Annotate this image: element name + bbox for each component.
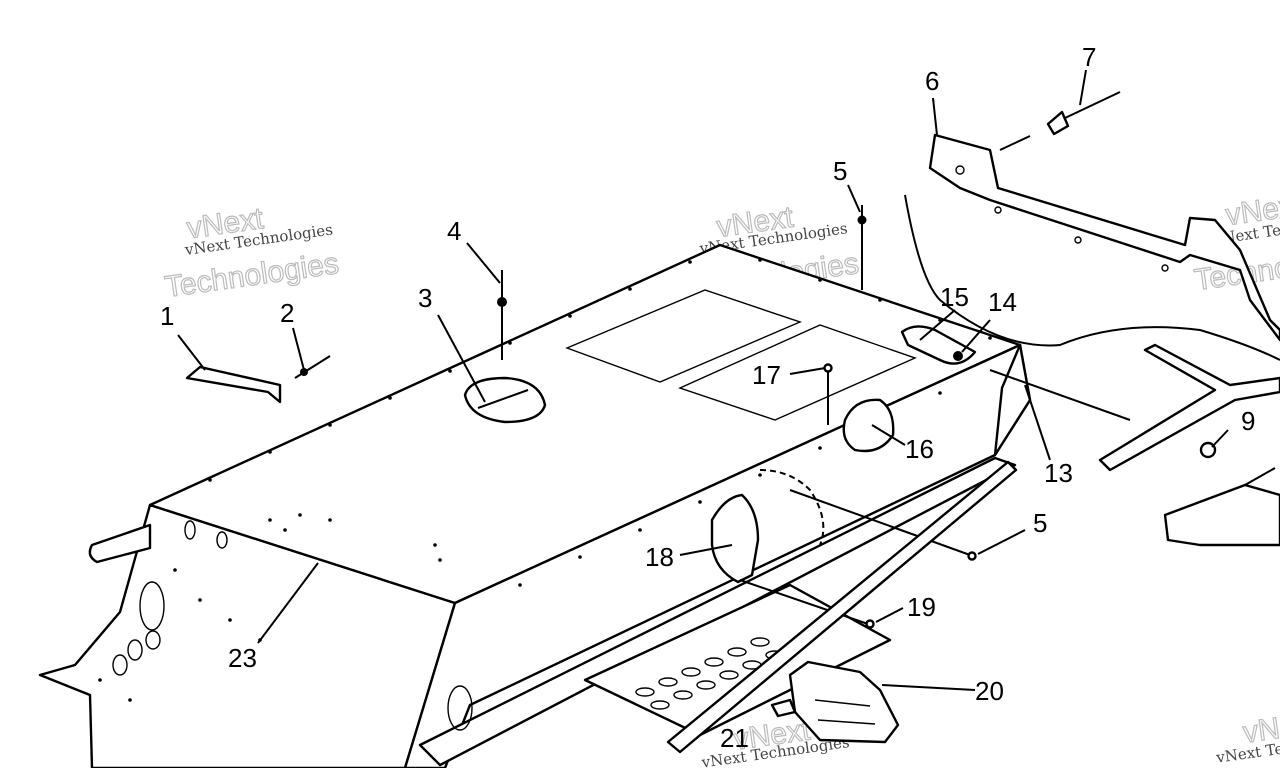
part-6-rear-panel [928, 133, 1280, 342]
callout-label: 1 [160, 301, 174, 331]
callout-label: 9 [1241, 406, 1255, 436]
vent-slot [704, 657, 724, 667]
part-19-rivet [739, 579, 875, 629]
part-2-screw [294, 355, 331, 379]
part-18-plate [710, 493, 760, 584]
part-21-pin [770, 698, 797, 718]
callout-label: 17 [752, 360, 781, 390]
part-5b-rivet [789, 489, 977, 561]
side-rail [418, 456, 1017, 767]
part-5-rivet [857, 205, 867, 290]
panel-hole [447, 685, 473, 731]
rear-bracket [993, 343, 1032, 457]
vent-slot [719, 670, 739, 680]
callout-label: 3 [418, 283, 432, 313]
callout-label: 16 [905, 434, 934, 464]
callout-label: 4 [447, 216, 461, 246]
vent-slot [658, 677, 678, 687]
panel-hole [216, 531, 228, 549]
callout-label: 19 [907, 592, 936, 622]
callout-label: 6 [925, 66, 939, 96]
decal-outline [678, 324, 917, 421]
callout-label: 21 [720, 723, 749, 753]
rivet-dots [98, 258, 992, 702]
callout-label: 5 [1033, 508, 1047, 538]
lower-rod [666, 460, 1018, 754]
vent-slot [673, 690, 693, 700]
panel-hole [139, 581, 165, 631]
callout-label: 15 [940, 282, 969, 312]
panel-hole [112, 654, 128, 676]
callout-label: 13 [1044, 458, 1073, 488]
part-20-bracket [788, 660, 900, 744]
callout-label: 5 [833, 156, 847, 186]
part-1-plate [185, 365, 282, 404]
callout-label: 18 [645, 542, 674, 572]
watermark-group: vNext vNext Technologies Technologies [162, 201, 341, 304]
left-bumper-bar [88, 523, 152, 564]
callout-label: 7 [1082, 42, 1096, 72]
part-7-bolt [1046, 91, 1121, 136]
rear-flap-outline [904, 194, 1280, 361]
vent-slot [727, 647, 747, 657]
callout-label: 20 [975, 676, 1004, 706]
callout-labels: 1 2 3 4 5 5 6 7 9 13 14 15 16 17 18 19 2… [160, 42, 1255, 753]
part-14-nut [953, 351, 963, 361]
vent-slot [650, 700, 670, 710]
callout-label: 14 [988, 287, 1017, 317]
decal-outline [565, 289, 802, 383]
chassis-tunnel [38, 243, 1032, 768]
panel-hole [184, 520, 196, 540]
watermark-group: vNext vNext Technologies [1214, 706, 1280, 767]
callout-label: 23 [228, 643, 257, 673]
part-4-rivet [497, 270, 507, 360]
leader-lines [177, 69, 1229, 691]
vent-slot [681, 667, 701, 677]
panel-hole [145, 630, 161, 650]
panel-hole [127, 639, 143, 661]
rail-bracket [1098, 343, 1280, 472]
vent-slot [750, 637, 770, 647]
callout-label: 2 [280, 298, 294, 328]
part-3-patch [463, 376, 547, 424]
part-16-patch [842, 398, 895, 453]
vent-slot [635, 687, 655, 697]
rear-axle-housing [1163, 483, 1280, 547]
vent-slot [696, 680, 716, 690]
